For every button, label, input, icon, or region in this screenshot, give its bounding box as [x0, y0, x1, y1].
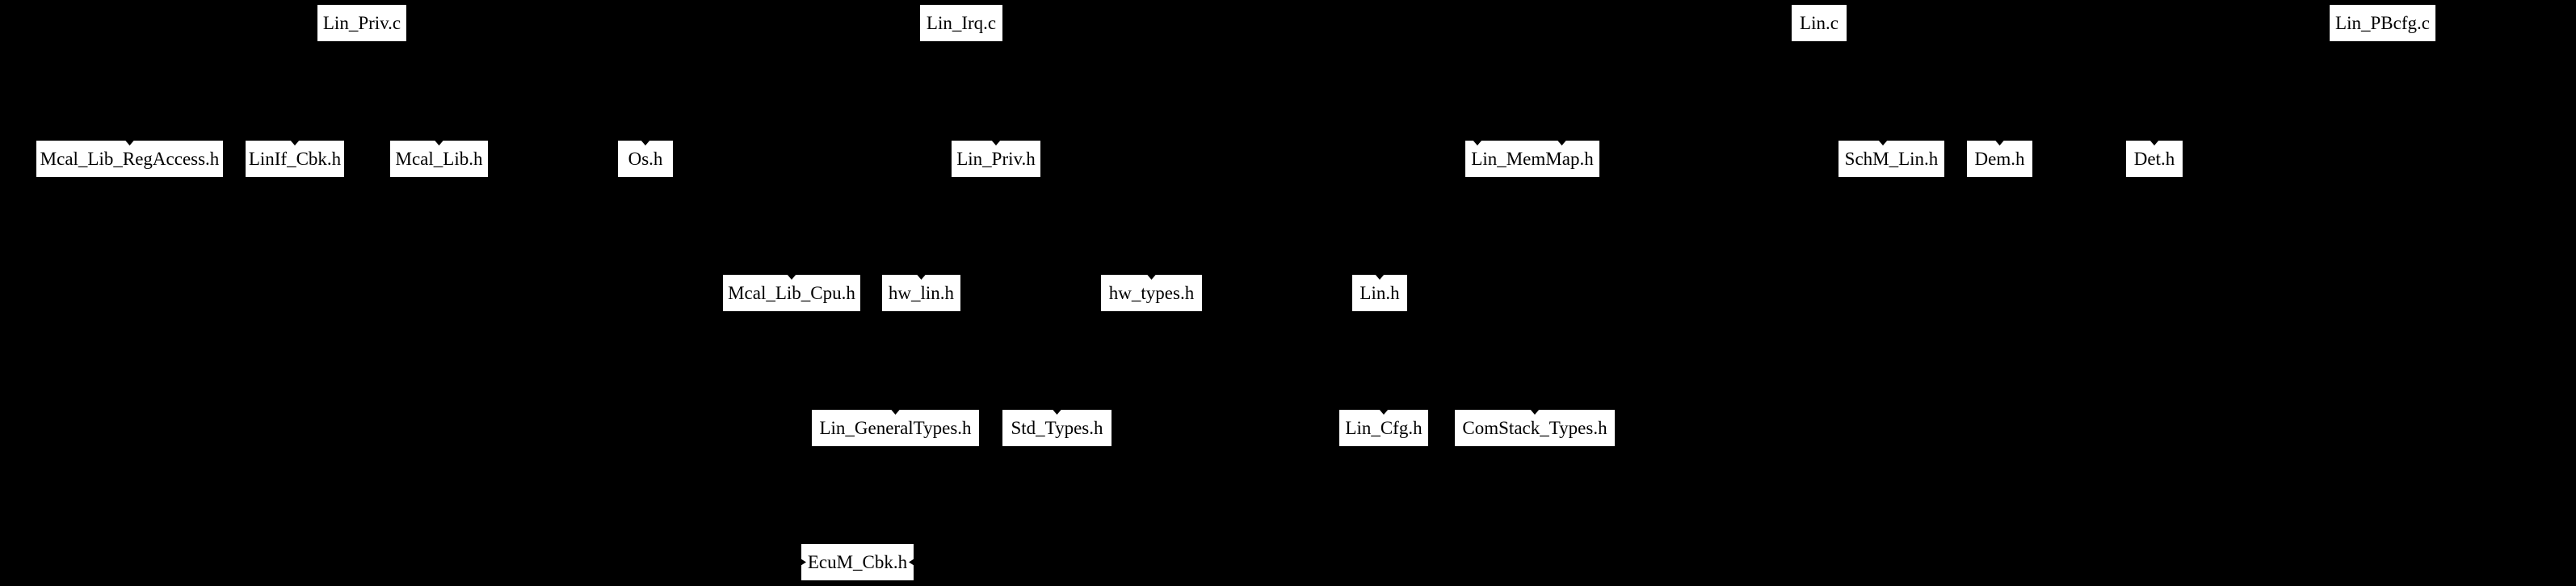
graph-node-hw-lin-h[interactable]: hw_lin.h [881, 274, 961, 312]
arrowhead-icon [1375, 274, 1385, 280]
graph-node-lin-h[interactable]: Lin.h [1351, 274, 1408, 312]
node-label: Det.h [2133, 149, 2175, 169]
arrowhead-icon [1530, 409, 1540, 415]
arrowhead-icon [124, 140, 135, 145]
node-label: Lin_GeneralTypes.h [819, 418, 972, 438]
node-label: LinIf_Cbk.h [248, 149, 342, 169]
graph-node-lin-memmap-h[interactable]: Lin_MemMap.h [1464, 140, 1600, 178]
arrowhead-left-icon [800, 558, 806, 567]
node-label: SchM_Lin.h [1844, 149, 1939, 169]
node-label: Lin_Priv.h [956, 149, 1036, 169]
graph-node-hw-types-h[interactable]: hw_types.h [1100, 274, 1203, 312]
arrowhead-icon [641, 140, 650, 145]
graph-node-lin-cfg-h[interactable]: Lin_Cfg.h [1338, 409, 1429, 447]
arrowhead-icon [1146, 274, 1157, 280]
graph-node-lin-generaltypes-h[interactable]: Lin_GeneralTypes.h [811, 409, 980, 447]
node-label: Lin.c [1800, 13, 1838, 33]
node-label: Lin_PBcfg.c [2335, 13, 2430, 33]
graph-node-os-h[interactable]: Os.h [617, 140, 674, 178]
graph-node-linif-cbk-h[interactable]: LinIf_Cbk.h [245, 140, 345, 178]
graph-node-lin-irq-c[interactable]: Lin_Irq.c [919, 4, 1003, 42]
node-label: Mcal_Lib.h [395, 149, 483, 169]
node-label: ComStack_Types.h [1462, 418, 1607, 438]
graph-node-mcal-lib-h[interactable]: Mcal_Lib.h [389, 140, 489, 178]
graph-node-lin-pbcfg-c[interactable]: Lin_PBcfg.c [2329, 4, 2436, 42]
graph-node-lin-priv-h[interactable]: Lin_Priv.h [951, 140, 1041, 178]
arrowhead-icon [1052, 409, 1062, 415]
graph-node-det-h[interactable]: Det.h [2125, 140, 2183, 178]
arrowhead-icon [1472, 140, 1482, 145]
graph-node-mcal-lib-cpu-h[interactable]: Mcal_Lib_Cpu.h [722, 274, 861, 312]
node-label: Lin.h [1359, 283, 1400, 303]
arrowhead-icon [434, 140, 444, 145]
arrowhead-icon [991, 140, 1001, 145]
node-label: Lin_Irq.c [926, 13, 997, 33]
node-label: EcuM_Cbk.h [807, 552, 908, 572]
arrowhead-right-icon [909, 558, 915, 567]
arrowhead-icon [890, 409, 901, 415]
graph-node-ecum-cbk-h[interactable]: EcuM_Cbk.h [800, 543, 915, 581]
node-label: Std_Types.h [1011, 418, 1103, 438]
node-label: hw_lin.h [888, 283, 955, 303]
node-label: Lin_Cfg.h [1345, 418, 1422, 438]
graph-node-comstack-types-h[interactable]: ComStack_Types.h [1454, 409, 1616, 447]
graph-node-std-types-h[interactable]: Std_Types.h [1002, 409, 1112, 447]
arrowhead-icon [1557, 140, 1567, 145]
arrowhead-icon [1994, 140, 2005, 145]
graph-node-dem-h[interactable]: Dem.h [1966, 140, 2033, 178]
node-label: Dem.h [1974, 149, 2025, 169]
arrowhead-icon [290, 140, 300, 145]
graph-node-mcal-lib-regaccess-h[interactable]: Mcal_Lib_RegAccess.h [36, 140, 224, 178]
graph-node-lin-c[interactable]: Lin.c [1791, 4, 1847, 42]
graph-node-lin-priv-c[interactable]: Lin_Priv.c [317, 4, 407, 42]
node-label: Os.h [628, 149, 663, 169]
arrowhead-icon [1878, 140, 1889, 145]
node-label: hw_types.h [1108, 283, 1195, 303]
node-label: Mcal_Lib_RegAccess.h [40, 149, 220, 169]
node-label: Mcal_Lib_Cpu.h [728, 283, 855, 303]
arrowhead-icon [1379, 409, 1389, 415]
node-label: Lin_MemMap.h [1471, 149, 1594, 169]
node-label: Lin_Priv.c [322, 13, 401, 33]
arrowhead-icon [916, 274, 927, 280]
arrowhead-icon [787, 274, 796, 280]
arrowhead-icon [2149, 140, 2159, 145]
graph-node-schm-lin-h[interactable]: SchM_Lin.h [1838, 140, 1945, 178]
